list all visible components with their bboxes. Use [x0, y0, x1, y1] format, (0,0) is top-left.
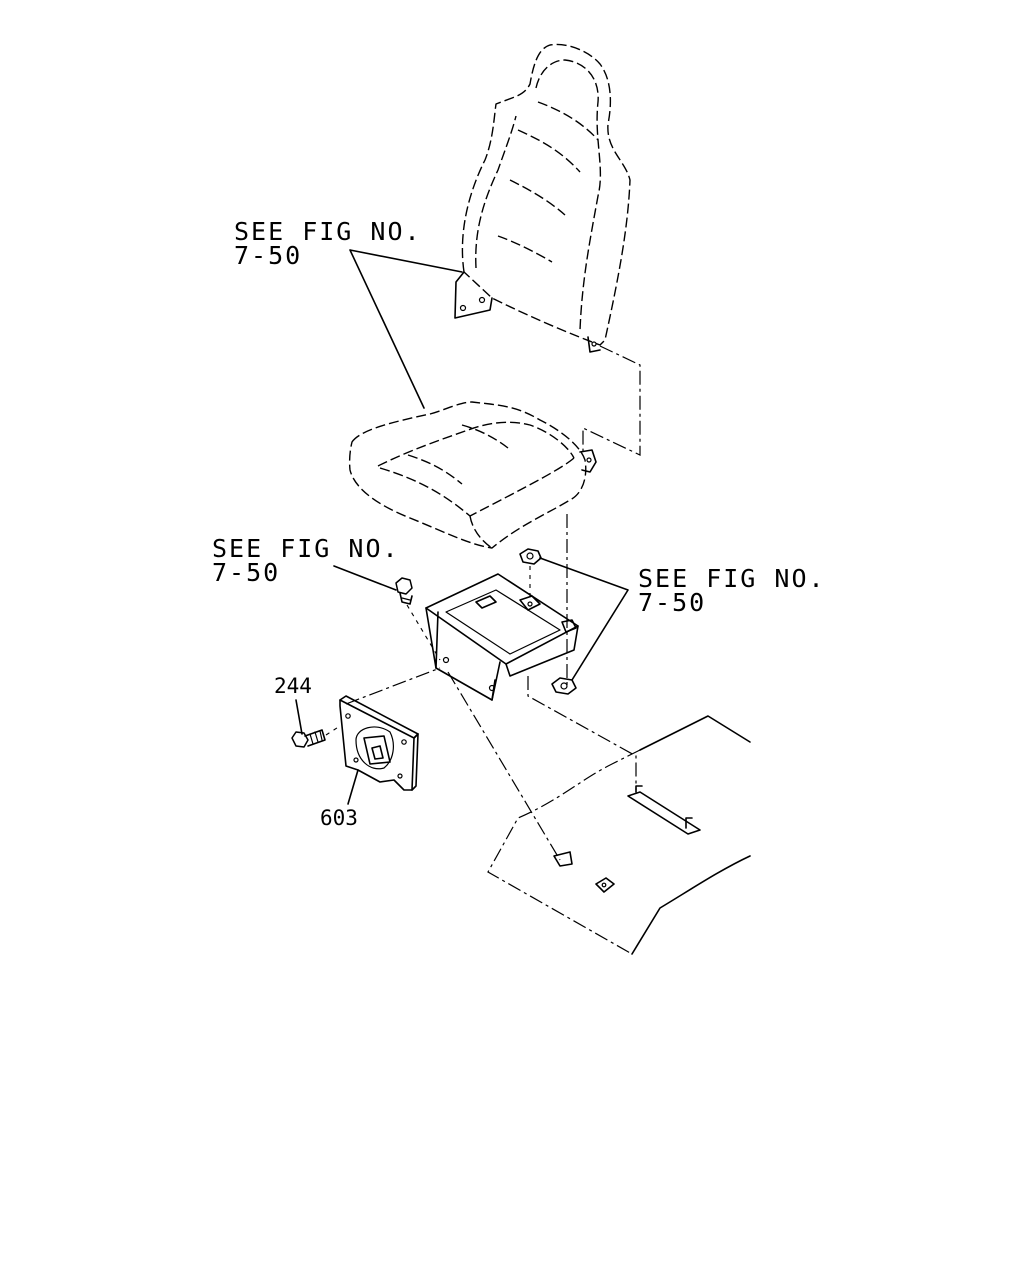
- nut-upper: [519, 548, 542, 565]
- base-to-floor-line-2: [447, 671, 561, 861]
- bolt-244-axis: [325, 725, 341, 736]
- callout-right-line2: 7-50: [638, 588, 706, 617]
- part-244-leader: [295, 699, 303, 735]
- callout-left-line1: SEE FIG NO.: [212, 534, 400, 563]
- callout-left: SEE FIG NO. 7-50: [212, 534, 400, 587]
- bolt-upper-left-axis: [406, 604, 441, 661]
- part-603-leader: [347, 769, 359, 805]
- callout-left-leader: [333, 565, 397, 591]
- callout-top: SEE FIG NO. 7-50: [234, 217, 422, 270]
- callout-right-leader: [539, 557, 629, 681]
- floor-panel: [487, 715, 751, 955]
- bracket-to-base-line: [345, 667, 441, 705]
- seat-cushion: [348, 401, 597, 549]
- callout-top-leader: [349, 249, 463, 409]
- bracket-603: [339, 695, 419, 791]
- nut-lower: [551, 677, 577, 695]
- callout-right: SEE FIG NO. 7-50: [638, 564, 826, 617]
- base-to-floor-line: [527, 676, 637, 790]
- callout-top-line1: SEE FIG NO.: [234, 217, 422, 246]
- callout-right-line1: SEE FIG NO.: [638, 564, 826, 593]
- seat-backrest: [454, 43, 631, 353]
- backrest-to-cushion-line: [582, 345, 641, 456]
- bolt-upper-left: [395, 577, 413, 605]
- callout-top-line2: 7-50: [234, 241, 302, 270]
- part-number-603: 603: [320, 806, 358, 830]
- bolt-244: [291, 729, 326, 748]
- part-number-244: 244: [274, 674, 312, 698]
- callout-left-line2: 7-50: [212, 558, 280, 587]
- seat-base: [425, 573, 579, 701]
